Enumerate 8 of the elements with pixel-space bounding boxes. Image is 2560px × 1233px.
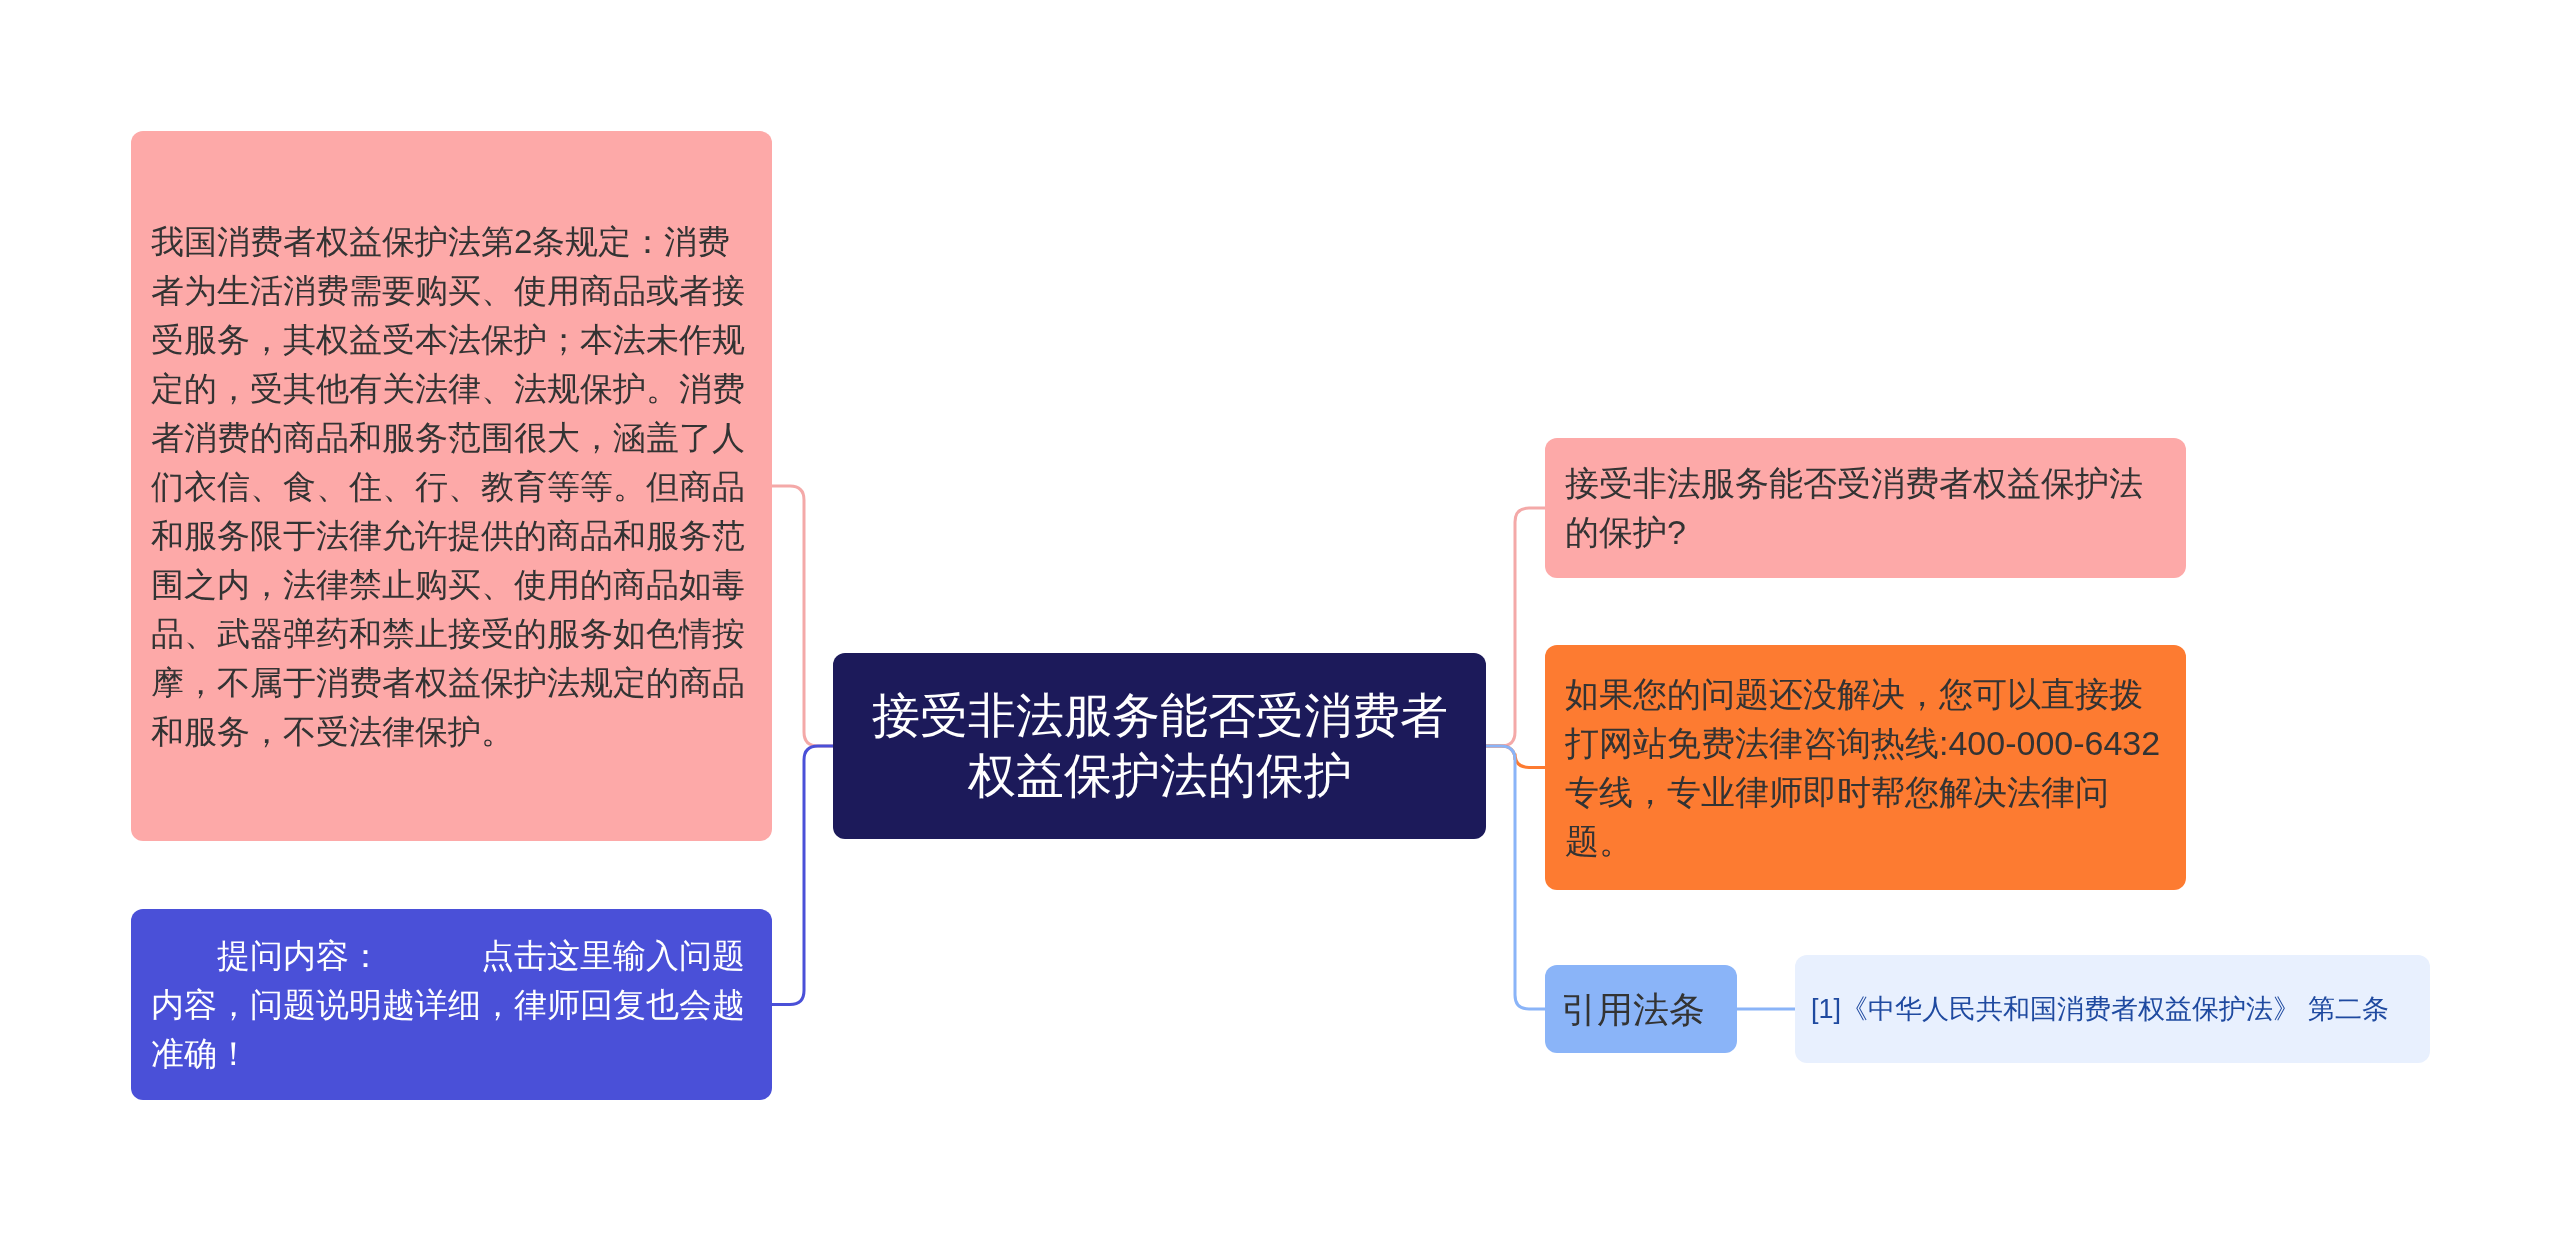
- topic-box: 接受非法服务能否受消费者权益保护法的保护?: [1545, 438, 2186, 578]
- connector-line: [1737, 1007, 1795, 1011]
- topic-box: 引用法条: [1545, 965, 1737, 1053]
- topic-box: 提问内容： 点击这里输入问题内容，问题说明越详细，律师回复也会越准确！: [131, 909, 772, 1100]
- topic-box: 我国消费者权益保护法第2条规定：消费者为生活消费需要购买、使用商品或者接受服务，其权益受本法保护；本法未作规定的，受其他有关法律、法规保护。消费者消费的商品和服务范围很大，涵盖了人们衣信、食、住、行、教育等等。但商品和服务限于法律允许提供的商品和服务范围之内，法律禁止购买、使用的商品如毒品、武器弹药和禁止接受的服务如色情按摩，不属于消费者权益保护法规定的商品和服务，不受法律保护。: [131, 131, 772, 841]
- topic-box: 如果您的问题还没解决，您可以直接拨打网站免费法律咨询热线:400-000-6432专线，专业律师即时帮您解决法律问题。: [1545, 645, 2186, 890]
- reference-box: [1]《中华人民共和国消费者权益保护法》 第二条: [1795, 955, 2430, 1063]
- root-topic-box: 接受非法服务能否受消费者权益保护法的保护: [833, 653, 1486, 839]
